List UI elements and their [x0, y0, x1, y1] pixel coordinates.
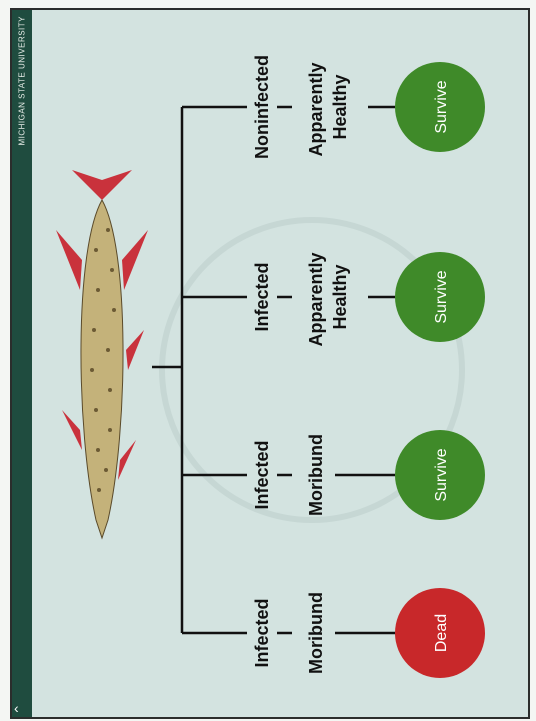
- outcome-label-1: Dead: [433, 614, 450, 652]
- status-label-4: Noninfected: [252, 55, 272, 159]
- status-label-3: Infected: [252, 262, 272, 331]
- condition-label-4: Apparently Healthy: [306, 57, 350, 156]
- outcome-diagram: Infected Moribund Dead Infected Moribund…: [12, 10, 528, 717]
- slide: MICHIGAN STATE UNIVERSITY: [10, 8, 530, 719]
- tree-lines: [152, 107, 395, 633]
- outcome-label-4: Survive: [433, 80, 450, 133]
- chevron-icon[interactable]: ‹: [14, 701, 19, 715]
- condition-line-3a: Apparently: [306, 252, 326, 346]
- fish-illustration: [56, 170, 148, 538]
- status-label-1: Infected: [252, 598, 272, 667]
- condition-line-4b: Healthy: [330, 74, 350, 139]
- condition-label-3: Apparently Healthy: [306, 247, 350, 346]
- condition-line-3b: Healthy: [330, 264, 350, 329]
- outcome-label-3: Survive: [433, 270, 450, 323]
- condition-label-1: Moribund: [306, 592, 326, 674]
- outcome-label-2: Survive: [433, 448, 450, 501]
- condition-label-2: Moribund: [306, 434, 326, 516]
- condition-line-4a: Apparently: [306, 62, 326, 156]
- status-label-2: Infected: [252, 440, 272, 509]
